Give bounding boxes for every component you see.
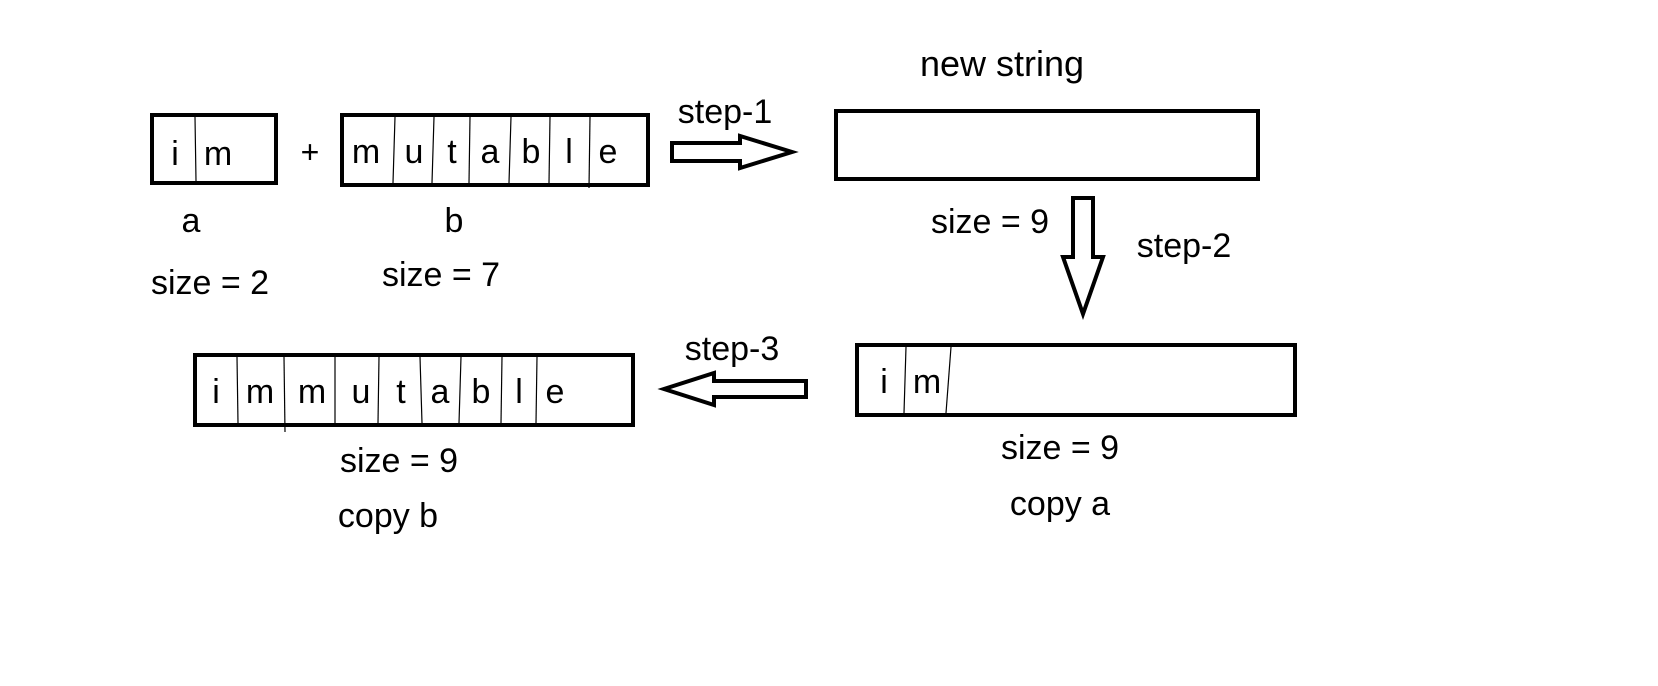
string-a-size: size = 2 [151,264,269,302]
string-b-char: l [565,133,573,171]
result-separator [500,356,503,424]
step-1-arrow [670,133,799,171]
string-a-name: a [182,202,201,240]
string-b-separator [508,116,512,184]
string-b-separator [431,116,435,184]
step-1-label: step-1 [678,93,773,131]
string-b-name: b [445,202,464,240]
string-a-box [150,113,278,185]
string-b-size: size = 7 [382,256,500,294]
string-a-separator [194,116,197,182]
result-separator [283,356,286,433]
result-separator [535,356,538,424]
string-a-char: m [204,135,232,173]
string-a-char: i [171,135,179,173]
result-string-box [193,353,635,427]
result-char: m [298,373,326,411]
step-2-group: step-2 i m size = 9 copy a [855,196,1297,523]
result-size: size = 9 [340,442,458,480]
result-char: i [212,373,220,411]
new-string-box [834,109,1260,181]
string-b-separator [392,116,396,184]
result-separator [236,356,239,424]
copy-a-char: i [880,363,888,401]
result-char: u [352,373,371,411]
string-b-char: a [481,133,500,171]
step-2-label: step-2 [1137,227,1232,265]
string-b-separator [468,116,471,184]
string-a-group: i m a size = 2 [150,113,278,302]
string-b-char: t [447,133,457,171]
copy-a-box [855,343,1297,417]
step-3-arrow [657,370,808,408]
step-1-group: step-1 new string size = 9 [670,43,1260,241]
string-b-separator [588,116,591,189]
copy-a-char: m [913,363,941,401]
result-separator [419,356,423,424]
result-char: e [546,373,565,411]
string-b-box [340,113,650,187]
copy-a-separator [945,346,952,414]
string-b-char: u [405,133,424,171]
copy-a-separator [903,346,907,414]
string-b-char: b [522,133,541,171]
result-char: t [396,373,406,411]
step-3-group: step-3 i m m u t a b l e size = 9 copy b [193,330,808,535]
step-3-label: step-3 [685,330,780,368]
result-char: l [515,373,523,411]
step-2-arrow [1060,196,1106,321]
copy-b-caption: copy b [338,497,438,535]
string-b-char: e [599,133,618,171]
result-char: a [431,373,450,411]
string-b-group: m u t a b l e b size = 7 [340,113,650,294]
plus-sign: + [301,134,320,170]
result-char: b [472,373,491,411]
result-separator [458,356,462,424]
copy-a-size: size = 9 [1001,429,1119,467]
new-string-size: size = 9 [931,203,1049,241]
result-separator [377,356,380,424]
result-char: m [246,373,274,411]
string-b-char: m [352,133,380,171]
copy-a-caption: copy a [1010,485,1110,523]
string-b-separator [548,116,551,184]
new-string-title: new string [920,43,1084,84]
